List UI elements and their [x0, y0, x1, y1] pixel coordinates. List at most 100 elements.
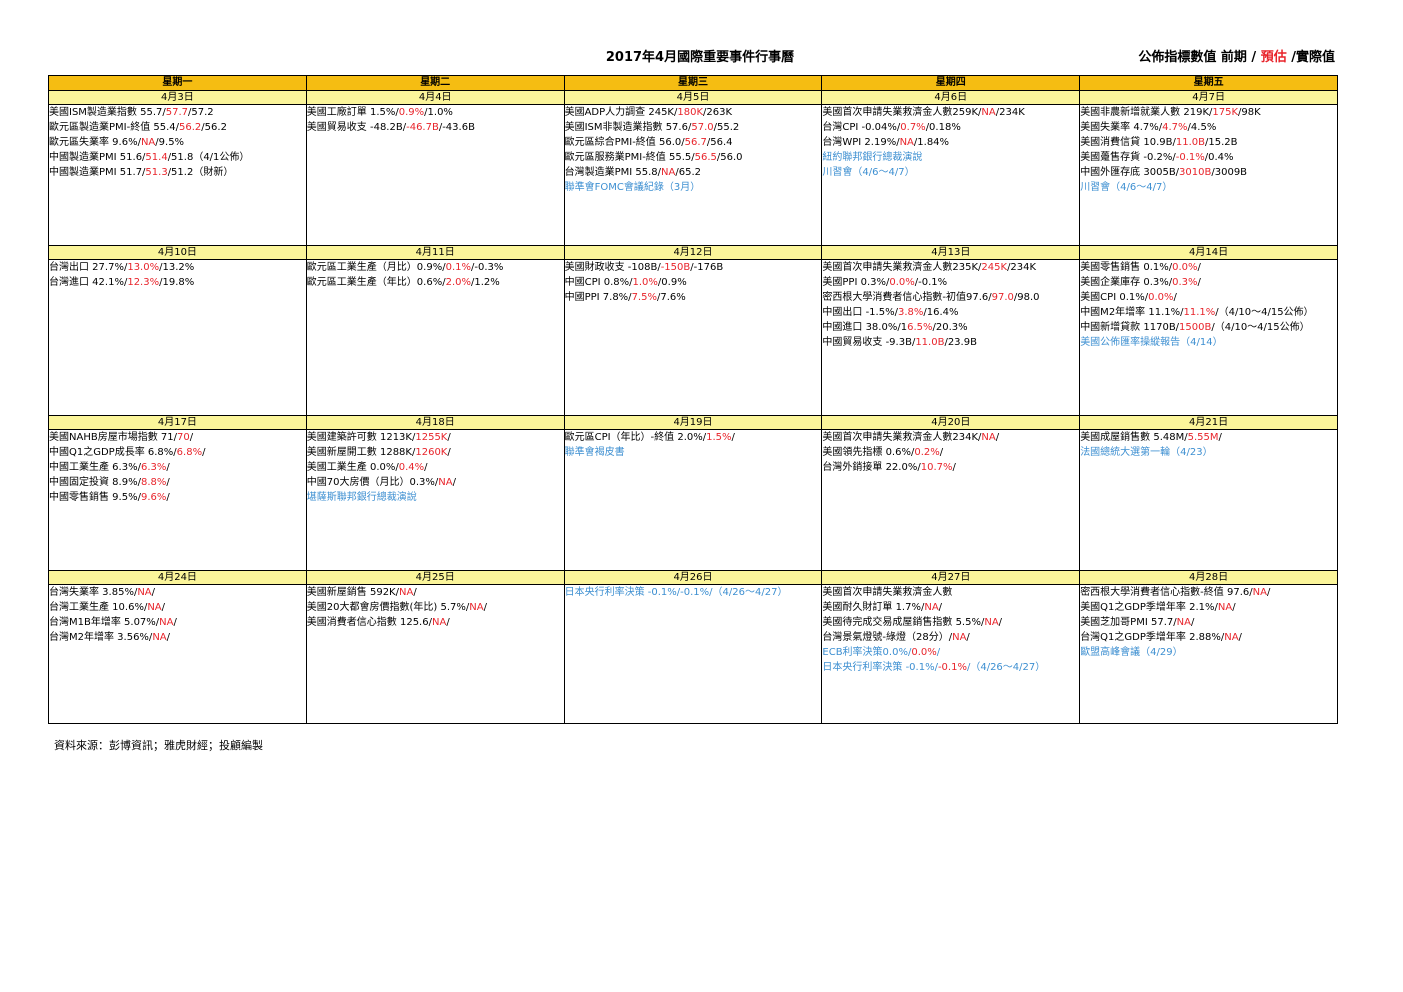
indicator-text: / [1173, 292, 1177, 303]
estimate-value: 10.7% [920, 462, 953, 473]
day-events-cell: 美國建築許可數 1213K/1255K/美國新屋開工數 1288K/1260K/… [305, 429, 565, 571]
indicator-text: /98.0 [1013, 292, 1040, 303]
weekday-header: 星期五 [1079, 75, 1338, 91]
event-item: 中國製造業PMI 51.6/51.4/51.8（4/1公佈） [49, 150, 306, 165]
event-item: 中國進口 38.0%/16.5%/20.3% [822, 320, 1079, 335]
event-note: 堪薩斯聯邦銀行總裁演說 [306, 492, 417, 503]
indicator-text: / [483, 602, 487, 613]
event-item: 美國Q1之GDP季增年率 2.1%/NA/ [1080, 600, 1337, 615]
indicator-text: / [151, 587, 156, 598]
weekday-header: 星期二 [305, 75, 565, 91]
date-cell: 4月4日 [305, 90, 565, 105]
event-item: 中國Q1之GDP成長率 6.8%/6.8%/ [49, 445, 306, 460]
event-note: 聯準會FOMC會議紀錄（3月） [564, 182, 701, 193]
event-item: 台灣出口 27.7%/13.0%/13.2% [49, 260, 306, 275]
event-note: 美國公佈匯率操縱報告（4/14） [1080, 337, 1223, 348]
indicator-text: 中國進口 38.0%/1 [822, 322, 908, 333]
indicator-text: 美國芝加哥PMI 57.7/ [1080, 617, 1177, 628]
indicator-text: 美國耐久財訂單 1.7%/ [822, 602, 925, 613]
indicator-text: 中國工業生產 6.3%/ [49, 462, 141, 473]
estimate-value: 0.2% [914, 447, 940, 458]
event-item: 歐元區失業率 9.6%/NA/9.5% [49, 135, 306, 150]
legend-actual: /實際值 [1286, 50, 1335, 65]
estimate-value: 11.1% [1183, 307, 1216, 318]
indicator-text: 台灣Q1之GDP季增年率 2.88%/ [1080, 632, 1225, 643]
estimate-value: NA [137, 587, 152, 598]
estimate-value: NA [1224, 632, 1239, 643]
estimate-value: 51.3 [145, 167, 168, 178]
indicator-text: /-0.1% [914, 277, 948, 288]
event-item: 中國貿易收支 -9.3B/11.0B/23.9B [822, 335, 1079, 350]
indicator-text: /0.9% [657, 277, 687, 288]
event-note: /（4/26～4/27） [966, 662, 1046, 673]
indicator-text: 美國ISM製造業指數 55.7/ [49, 107, 166, 118]
event-item: 美國PPI 0.3%/0.0%/-0.1% [822, 275, 1079, 290]
day-events-cell: 密西根大學消費者信心指數-終值 97.6/NA/美國Q1之GDP季增年率 2.1… [1079, 584, 1338, 724]
indicator-text: 美國首次申請失業救濟金人數 [822, 587, 953, 598]
estimate-value: 1500B [1179, 322, 1212, 333]
indicator-text: 美國新屋開工數 1288K/ [306, 447, 416, 458]
estimate-value: 0.3% [1172, 277, 1198, 288]
event-item: 歐盟高峰會議（4/29） [1080, 645, 1337, 660]
indicator-text: 美國零售銷售 0.1%/ [1080, 262, 1173, 273]
indicator-text: /51.2（財新） [167, 167, 234, 178]
day-events-cell: 歐元區CPI（年比）-終值 2.0%/1.5%/聯準會褐皮書 [563, 429, 823, 571]
event-item: 紐約聯邦銀行總裁演說 [822, 150, 1079, 165]
event-item: 美國新屋銷售 592K/NA/ [307, 585, 564, 600]
estimate-value: 180K [677, 107, 704, 118]
indicator-text: /（4/10～4/15公佈） [1215, 307, 1314, 318]
estimate-value: 1260K [415, 447, 448, 458]
indicator-text: 中國貿易收支 -9.3B/ [822, 337, 916, 348]
day-events-cell: 日本央行利率決策 -0.1%/-0.1%/（4/26～4/27） [563, 584, 823, 724]
weekday-header: 星期三 [563, 75, 823, 91]
estimate-value: NA [140, 137, 156, 148]
indicator-text: 美國首次申請失業救濟金人數234K/ [822, 432, 982, 443]
indicator-text: 美國企業庫存 0.3%/ [1080, 277, 1173, 288]
indicator-text: 歐元區CPI（年比）-終值 2.0%/ [564, 432, 707, 443]
estimate-value: 6.8% [176, 447, 203, 458]
date-cell: 4月12日 [563, 245, 823, 260]
indicator-text: /1.84% [913, 137, 950, 148]
event-item: 歐元區工業生產（年比）0.6%/2.0%/1.2% [307, 275, 564, 290]
estimate-value: NA [924, 602, 939, 613]
indicator-text: 中國M2年增率 11.1%/ [1080, 307, 1184, 318]
indicator-text: 歐元區失業率 9.6%/ [49, 137, 141, 148]
indicator-text: /1.2% [470, 277, 500, 288]
indicator-text: 美國ISM非製造業指數 57.6/ [564, 122, 692, 133]
estimate-value: 0.7% [900, 122, 926, 133]
estimate-value: 1.5% [706, 432, 732, 443]
day-events-cell: 美國工廠訂單 1.5%/0.9%/1.0%美國貿易收支 -48.2B/-46.7… [305, 104, 565, 246]
day-events-cell: 美國新屋銷售 592K/NA/美國20大都會房價指數(年比) 5.7%/NA/美… [305, 584, 565, 724]
day-events-cell: 美國零售銷售 0.1%/0.0%/美國企業庫存 0.3%/0.3%/美國CPI … [1079, 259, 1338, 416]
indicator-text: /7.6% [656, 292, 686, 303]
event-item: 美國工廠訂單 1.5%/0.9%/1.0% [307, 105, 564, 120]
event-item: 美國零售銷售 0.1%/0.0%/ [1080, 260, 1337, 275]
indicator-text: /3009B [1211, 167, 1248, 178]
estimate-value: 12.3% [127, 277, 160, 288]
event-item: 台灣工業生產 10.6%/NA/ [49, 600, 306, 615]
event-item: 中國M2年增率 11.1%/11.1%/（4/10～4/15公佈） [1080, 305, 1337, 320]
indicator-text: / [731, 432, 735, 443]
indicator-text: /234K [1007, 262, 1037, 273]
legend-estimate: 預估 [1260, 50, 1287, 65]
event-item: 歐元區工業生產（月比）0.9%/0.1%/-0.3% [307, 260, 564, 275]
estimate-value: -0.1% [1175, 152, 1205, 163]
indicator-text: /263K [703, 107, 733, 118]
event-item: 歐元區服務業PMI-終值 55.5/56.5/56.0 [565, 150, 822, 165]
indicator-text: / [1190, 617, 1195, 628]
indicator-text: / [1197, 262, 1201, 273]
estimate-value: 51.4 [145, 152, 168, 163]
estimate-value: 4.7% [1162, 122, 1188, 133]
indicator-text: / [161, 602, 166, 613]
estimate-value: 1255K [415, 432, 448, 443]
date-cell: 4月27日 [821, 570, 1081, 585]
indicator-text: 台灣景氣燈號-綠燈（28分）/ [822, 632, 953, 643]
event-item: 中國70大房價（月比）0.3%/NA/ [307, 475, 564, 490]
estimate-value: NA [661, 167, 676, 178]
estimate-value: 0.0% [889, 277, 915, 288]
weekday-header: 星期四 [821, 75, 1081, 91]
indicator-text: 美國新屋銷售 592K/ [306, 587, 399, 598]
